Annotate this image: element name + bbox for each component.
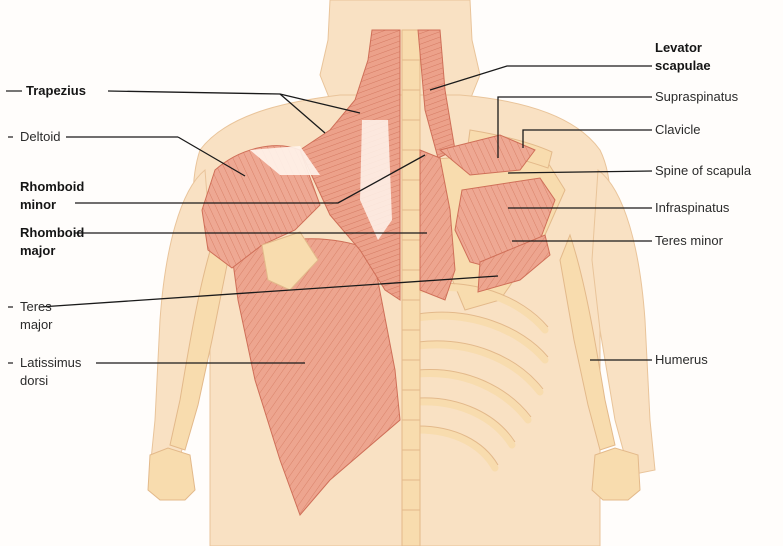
label-infraspinatus: Infraspinatus bbox=[655, 199, 729, 217]
label-humerus: Humerus bbox=[655, 351, 708, 369]
label-teres-minor: Teres minor bbox=[655, 232, 723, 250]
label-spine-of-scapula: Spine of scapula bbox=[655, 162, 751, 180]
left-hand bbox=[148, 448, 195, 500]
vertebral-column bbox=[402, 30, 420, 546]
label-trapezius: Trapezius bbox=[26, 82, 86, 100]
label-levator-scapulae: Levator scapulae bbox=[655, 39, 711, 75]
left-edge-ticks bbox=[0, 0, 30, 546]
label-supraspinatus: Supraspinatus bbox=[655, 88, 738, 106]
label-clavicle: Clavicle bbox=[655, 121, 701, 139]
right-hand bbox=[592, 448, 640, 500]
